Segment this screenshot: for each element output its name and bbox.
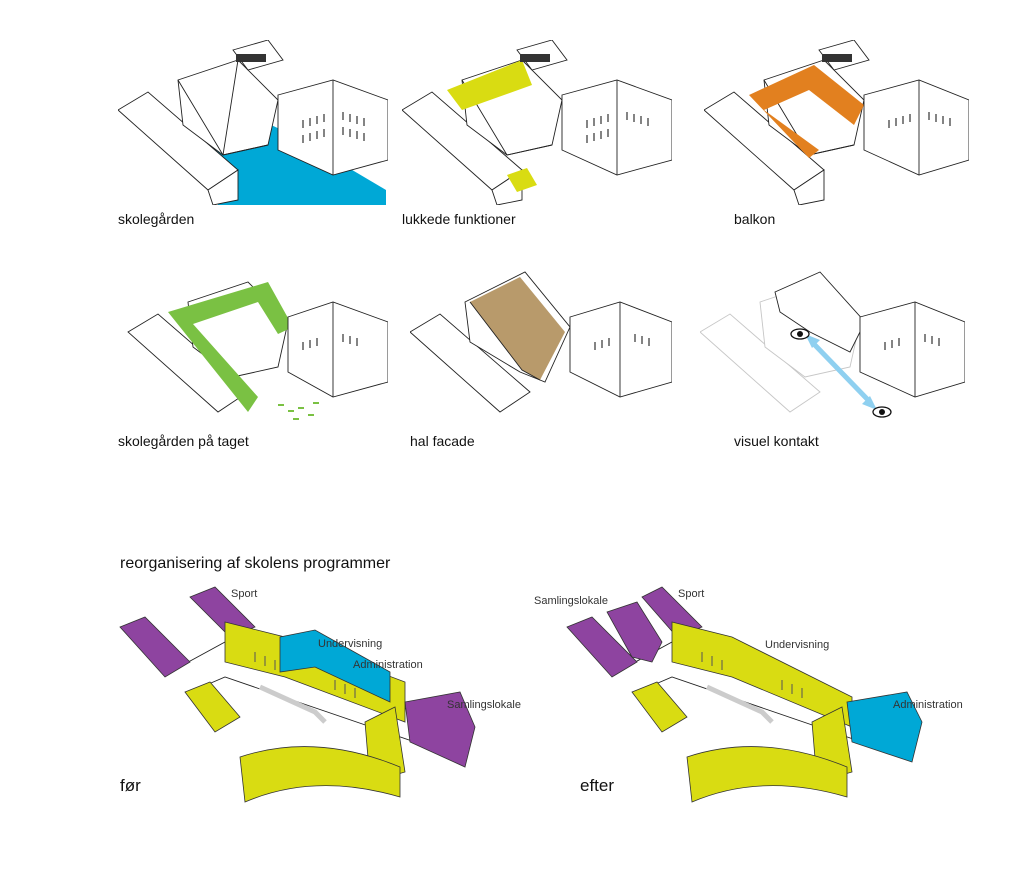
hal-facade-highlight <box>470 277 565 380</box>
diagram-lukkede-funktioner <box>402 40 672 205</box>
diagram-skolegarden <box>118 40 388 205</box>
sightline-arrow <box>810 340 872 404</box>
diagram-skolegarden-pa-taget <box>118 262 388 427</box>
lukkede-box-highlight <box>507 168 537 192</box>
label-undervisning-before: Undervisning <box>318 638 383 650</box>
label-administration-after: Administration <box>893 699 963 711</box>
caption-hal-facade: hal facade <box>410 433 475 449</box>
sport-block <box>189 586 256 638</box>
roof-yard-highlight <box>168 282 293 412</box>
administration-block <box>279 629 391 703</box>
sport-block <box>119 616 191 678</box>
label-undervisning-after: Undervisning <box>765 639 830 651</box>
label-sport-after: Sport <box>678 588 705 600</box>
administration-block <box>846 691 923 763</box>
caption-lukkede-funktioner: lukkede funktioner <box>402 211 516 227</box>
eye-icon <box>790 328 810 340</box>
balkon-highlight <box>749 65 864 158</box>
diagram-after <box>562 582 942 817</box>
label-administration-before: Administration <box>353 659 423 671</box>
samlingslokale-block <box>566 616 638 678</box>
sport-block <box>606 601 663 663</box>
lukkede-roof-highlight <box>447 60 532 110</box>
eye-icon <box>872 406 892 418</box>
caption-skolegarden: skolegården <box>118 211 195 227</box>
hall-block <box>686 746 848 803</box>
label-sport-before: Sport <box>231 588 258 600</box>
samlingslokale-block <box>404 691 476 768</box>
caption-after: efter <box>580 776 615 795</box>
diagram-balkon <box>704 40 969 205</box>
caption-balkon: balkon <box>734 211 776 227</box>
caption-visuel-kontakt: visuel kontakt <box>734 433 819 449</box>
diagram-hal-facade <box>410 262 672 427</box>
hall-block <box>239 746 401 803</box>
caption-before: før <box>120 776 141 795</box>
diagram-before <box>115 582 495 817</box>
label-samlingslokale-before: Samlingslokale <box>447 699 521 711</box>
diagram-visuel-kontakt <box>700 262 965 427</box>
label-samlingslokale-after: Samlingslokale <box>534 595 608 607</box>
caption-skolegarden-pa-taget: skolegården på taget <box>118 433 249 449</box>
section-title: reorganisering af skolens programmer <box>120 555 391 572</box>
